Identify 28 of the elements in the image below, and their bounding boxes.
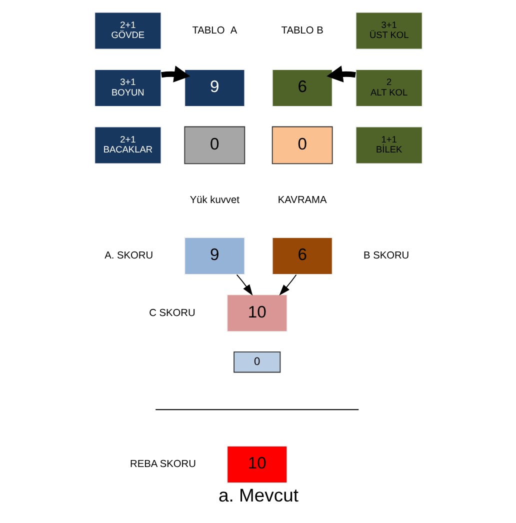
node-label: A. SKORU bbox=[104, 250, 153, 262]
node-box: 3+1 BOYUN bbox=[94, 69, 162, 107]
label: Yük kuvvet bbox=[189, 195, 239, 206]
node-box: 10 bbox=[226, 294, 288, 332]
node-box: 2+1 BACAKLAR bbox=[94, 126, 162, 164]
node-box: 2 ALT KOL bbox=[354, 69, 422, 107]
node-label: REBA SKORU bbox=[130, 459, 196, 470]
node-box: 0 bbox=[233, 351, 280, 373]
node-label: C SKORU bbox=[148, 308, 195, 319]
label: TABLO B bbox=[280, 25, 323, 36]
node-box: 10 bbox=[226, 446, 288, 484]
arrow bbox=[236, 274, 252, 296]
label: TABLO A bbox=[192, 25, 237, 36]
node-box: 0 bbox=[184, 126, 245, 164]
node-box: 1+1 BİLEK bbox=[354, 126, 422, 164]
arrow bbox=[278, 274, 296, 296]
arrow bbox=[160, 66, 190, 82]
node-box: 2+1 GÖVDE bbox=[94, 12, 162, 50]
node-label: B SKORU bbox=[362, 250, 409, 262]
node-box: 9 bbox=[184, 237, 245, 275]
node-box: 9 bbox=[184, 69, 245, 107]
caption: a. Mevcut bbox=[218, 484, 298, 506]
arrow bbox=[326, 66, 356, 82]
label: KAVRAMA bbox=[277, 195, 326, 206]
node-box: 3+1 ÜST KOL bbox=[354, 12, 422, 50]
node-box: 6 bbox=[271, 69, 332, 107]
node-box: 6 bbox=[271, 237, 332, 275]
node-box: 0 bbox=[271, 126, 332, 164]
